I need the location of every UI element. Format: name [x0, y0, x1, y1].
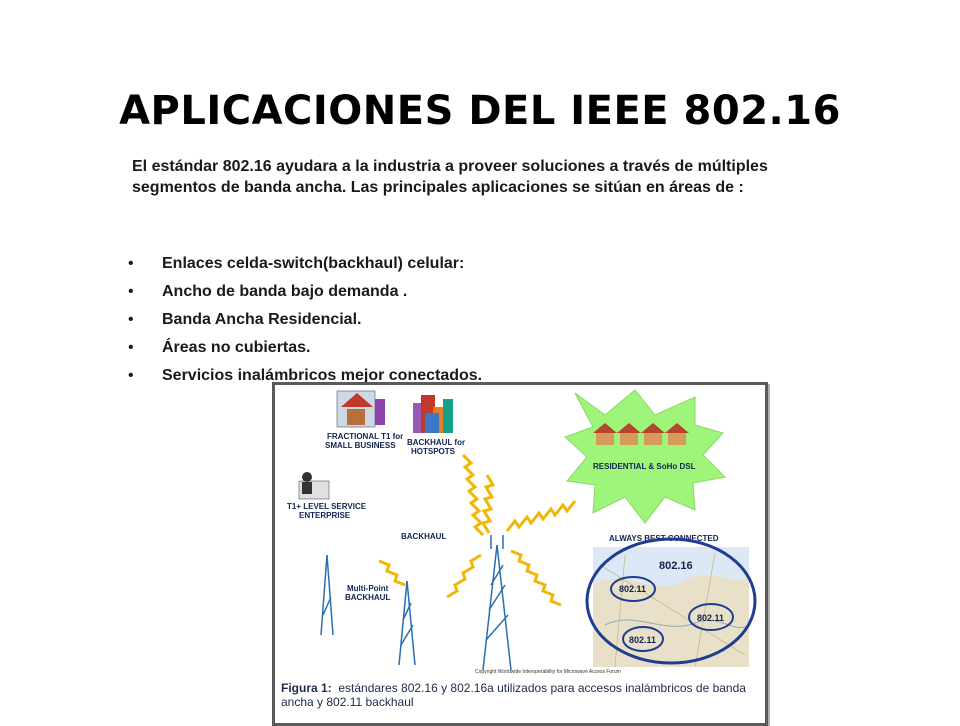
list-item: • Servicios inalámbricos mejor conectados…	[128, 366, 482, 394]
caption-label: Figura 1:	[281, 681, 332, 695]
coverage-80211-ellipse	[622, 626, 664, 652]
list-item-text: Enlaces celda-switch(backhaul) celular:	[162, 255, 465, 272]
label-backhaul-hotspots-2: HOTSPOTS	[411, 447, 456, 456]
list-item-text: Ancho de banda bajo demanda .	[162, 283, 408, 300]
bullet-icon: •	[128, 339, 134, 356]
label-backhaul: BACKHAUL	[401, 532, 446, 541]
list-item: • Áreas no cubiertas.	[128, 338, 482, 366]
label-80211: 802.11	[619, 584, 646, 594]
label-fractional-1: FRACTIONAL T1 for	[327, 432, 403, 441]
list-item-text: Áreas no cubiertas.	[162, 339, 311, 356]
label-80216: 802.16	[659, 560, 693, 572]
label-t1-1: T1+ LEVEL SERVICE	[287, 502, 367, 511]
figure-caption: Figura 1: estándares 802.16 y 802.16a ut…	[281, 681, 759, 709]
multipoint-tower-icon	[398, 580, 416, 666]
list-item: • Banda Ancha Residencial.	[128, 310, 482, 338]
list-item-text: Servicios inalámbricos mejor conectados.	[162, 367, 483, 384]
bullet-icon: •	[128, 255, 134, 272]
coverage-80211-ellipse	[688, 603, 734, 631]
bullet-icon: •	[128, 311, 134, 328]
wave-to-hotspots	[480, 474, 496, 534]
wave-to-multipoint	[446, 553, 482, 599]
intro-paragraph: El estándar 802.16 ayudara a la industri…	[132, 158, 768, 196]
coverage-80216-ellipse	[585, 537, 757, 665]
coverage-map	[585, 537, 757, 668]
list-item: • Enlaces celda-switch(backhaul) celular:	[128, 254, 482, 282]
network-diagram: FRACTIONAL T1 for SMALL BUSINESS BACKHAU…	[287, 389, 757, 671]
base-station-tower-icon	[482, 535, 512, 671]
hotspot-buildings-icon	[413, 395, 453, 433]
bullet-icon: •	[128, 367, 134, 384]
residential-burst	[564, 389, 727, 524]
coverage-80211-ellipse	[610, 576, 656, 602]
list-item: • Ancho de banda bajo demanda .	[128, 282, 482, 310]
label-residential: RESIDENTIAL & SoHo DSL	[593, 462, 696, 471]
label-t1-2: ENTERPRISE	[299, 511, 351, 520]
wave-to-left-tower	[378, 559, 406, 587]
label-fractional-2: SMALL BUSINESS	[325, 441, 396, 450]
houses-icon	[593, 423, 689, 445]
wave-to-residential	[505, 500, 577, 532]
wireless-links	[378, 453, 577, 607]
bullet-icon: •	[128, 283, 134, 300]
caption-text: estándares 802.16 y 802.16a utilizados p…	[281, 681, 746, 709]
label-multipoint-1: Multi-Point	[347, 584, 389, 593]
enterprise-icon	[298, 472, 330, 500]
label-multipoint-2: BACKHAUL	[345, 593, 390, 602]
small-business-icon	[336, 390, 385, 428]
label-80211: 802.11	[697, 613, 724, 623]
wave-to-always-best	[510, 549, 562, 607]
label-80211: 802.11	[629, 635, 656, 645]
slide-title: APLICACIONES DEL IEEE 802.16	[119, 88, 841, 134]
backhaul-tower-icon	[320, 554, 334, 636]
network-diagram-figure: FRACTIONAL T1 for SMALL BUSINESS BACKHAU…	[272, 382, 768, 726]
application-list: • Enlaces celda-switch(backhaul) celular:…	[128, 254, 482, 394]
wave-to-small-business	[461, 453, 485, 537]
copyright-note: Copyright Worldwide Interoperability for…	[475, 669, 621, 675]
list-item-text: Banda Ancha Residencial.	[162, 311, 362, 328]
label-backhaul-hotspots-1: BACKHAUL for	[407, 438, 465, 447]
